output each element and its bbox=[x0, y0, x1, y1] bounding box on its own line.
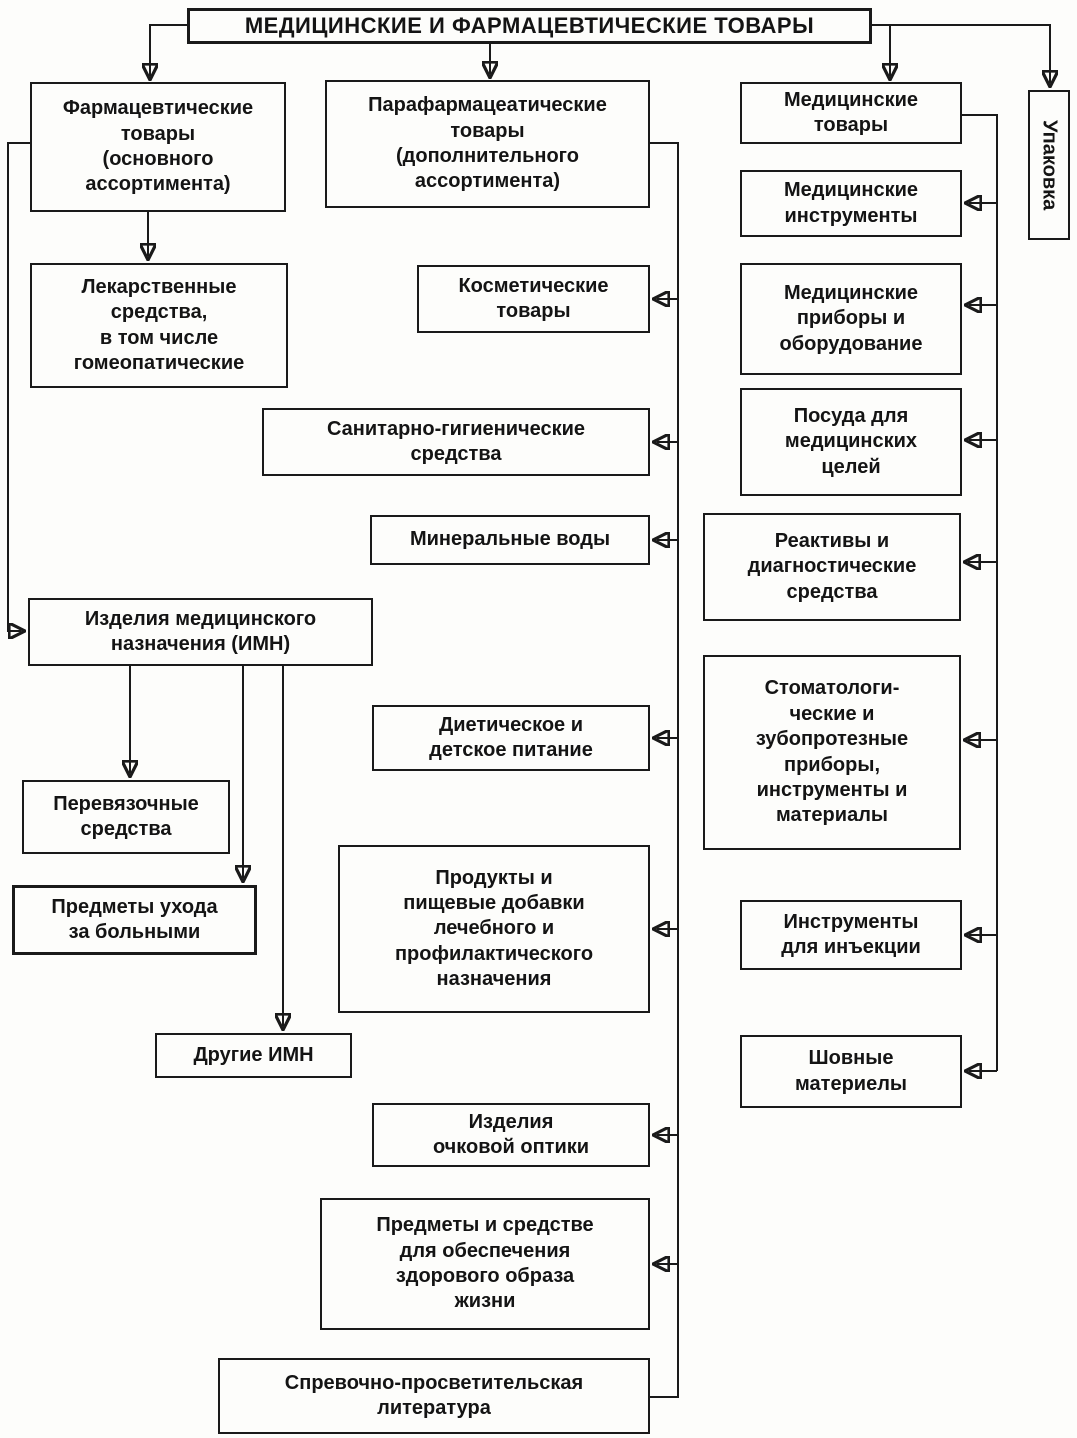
node-patient-care-items: Предметы ухода за больными bbox=[12, 885, 257, 955]
node-dental-prosthetic: Стоматологи- ческие и зубопротезные приб… bbox=[703, 655, 961, 850]
node-medical-dishware: Посуда для медицинских целей bbox=[740, 388, 962, 496]
node-mineral-waters: Минеральные воды bbox=[370, 515, 650, 565]
node-dressing-materials: Перевязочные средства bbox=[22, 780, 230, 854]
node-other-imn: Другие ИМН bbox=[155, 1033, 352, 1078]
node-healthy-lifestyle-items: Предметы и средстве для обеспечения здор… bbox=[320, 1198, 650, 1330]
diagram-title: МЕДИЦИНСКИЕ И ФАРМАЦЕВТИЧЕСКИЕ ТОВАРЫ bbox=[187, 8, 872, 44]
node-pharmaceutical-goods: Фармацевтические товары (основного ассор… bbox=[30, 82, 286, 212]
node-diet-baby-food: Диетическое и детское питание bbox=[372, 705, 650, 771]
node-suture-materials: Шовные материелы bbox=[740, 1035, 962, 1108]
node-medical-instruments: Медицинские инструменты bbox=[740, 170, 962, 237]
node-reagents-diagnostics: Реактивы и диагностические средства bbox=[703, 513, 961, 621]
connector-edges bbox=[7, 24, 1050, 1398]
node-parapharmaceutical-goods: Парафармацеатические товары (дополнитель… bbox=[325, 80, 650, 208]
node-eyeglass-optics: Изделия очковой оптики bbox=[372, 1103, 650, 1167]
node-packaging: Упаковка bbox=[1028, 90, 1070, 240]
node-medical-goods: Медицинские товары bbox=[740, 82, 962, 144]
node-medical-devices-equipment: Медицинские приборы и оборудование bbox=[740, 263, 962, 375]
node-injection-instruments: Инструменты для инъекции bbox=[740, 900, 962, 970]
node-drugs: Лекарственные средства, в том числе гоме… bbox=[30, 263, 288, 388]
node-medical-purpose-items: Изделия медицинского назначения (ИМН) bbox=[28, 598, 373, 666]
node-reference-literature: Спревочно-просветительская литература bbox=[218, 1358, 650, 1434]
node-cosmetics: Косметические товары bbox=[417, 265, 650, 333]
node-sanitary-hygienic: Санитарно-гигиенические средства bbox=[262, 408, 650, 476]
node-food-supplements: Продукты и пищевые добавки лечебного и п… bbox=[338, 845, 650, 1013]
